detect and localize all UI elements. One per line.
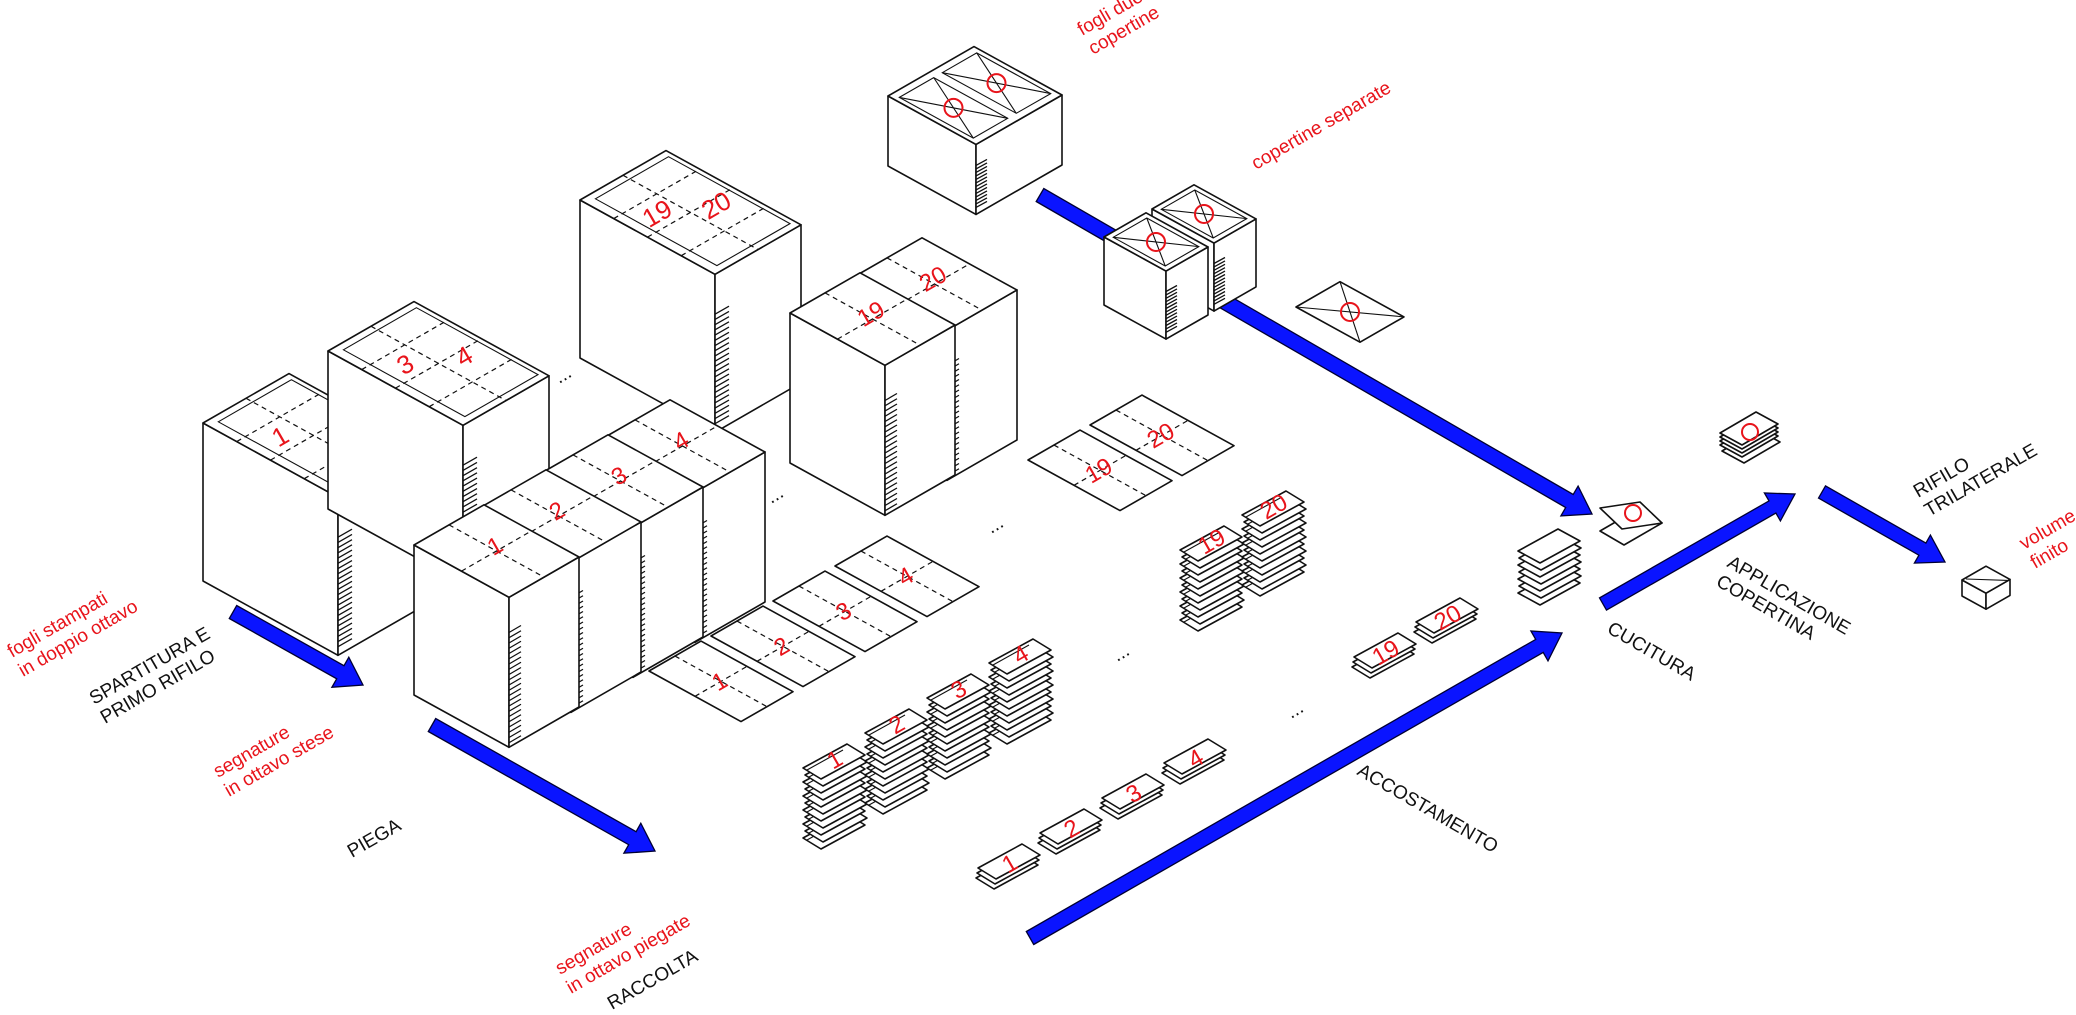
ellipsis-tall-stacks: ... xyxy=(763,482,787,508)
arrow-applicazione xyxy=(1598,492,1797,611)
process-objects: 1234192043212019123419201234192012341920… xyxy=(202,45,2011,890)
label-spartitura: SPARTITURA EPRIMO RIFILO xyxy=(86,623,225,728)
label-segnature-piegate: segnaturein ottavo piegate xyxy=(552,891,694,998)
fan-stack-19: 19 xyxy=(1179,524,1245,632)
folded-2: 2 xyxy=(1037,808,1103,855)
folded-1: 1 xyxy=(975,843,1041,890)
folded-20: 20 xyxy=(1413,597,1479,644)
label-volume-finito: volumefinito xyxy=(2016,506,2076,574)
fan-stack-3: 3 xyxy=(926,673,992,780)
ellipsis-big-stacks: ... xyxy=(551,362,575,388)
fan-stack-1: 1 xyxy=(802,743,868,850)
arrow-spartitura xyxy=(228,604,365,689)
label-copertine-separate: copertine separate xyxy=(1248,77,1395,174)
flat-sheet-19: 19 xyxy=(1027,429,1173,512)
flat-sheet-2: 2 xyxy=(710,605,856,688)
arrow-accostamento xyxy=(1025,630,1564,946)
sewn-book-block xyxy=(1517,528,1582,606)
cover-application xyxy=(1599,411,1781,546)
flat-sheet-1: 1 xyxy=(648,640,794,723)
label-line: ACCOSTAMENTO xyxy=(1354,760,1502,858)
finished-volume xyxy=(1961,565,2011,611)
label-fogli-copertine: fogli due......copertine xyxy=(1074,0,1185,59)
arrow-rifilo xyxy=(1817,485,1947,564)
folded-19: 19 xyxy=(1351,632,1417,679)
fan-stack-20: 20 xyxy=(1241,489,1307,597)
separate-cover-box-front xyxy=(1103,212,1209,340)
fan-stack-2: 2 xyxy=(864,708,930,815)
cover-sheets-box xyxy=(887,45,1063,216)
label-piega: PIEGA xyxy=(344,815,405,862)
label-line: CUCITURA xyxy=(1604,618,1700,685)
label-rifilo: RIFILOTRILATERALE xyxy=(1910,421,2041,521)
flat-sheet-20: 20 xyxy=(1089,394,1235,477)
flat-sheet-4: 4 xyxy=(834,535,980,618)
label-fogli-stampati: fogli stampatiin doppio ottavo xyxy=(4,577,142,681)
single-cover-sheet xyxy=(1295,280,1405,344)
ellipsis-flat-sheets: ... xyxy=(983,512,1007,538)
fan-stack-4: 4 xyxy=(988,638,1054,745)
arrow-piega xyxy=(427,717,657,854)
label-line: PIEGA xyxy=(344,815,405,862)
tall-stack-19: 19 xyxy=(789,271,956,517)
label-line: copertine separate xyxy=(1248,77,1395,174)
folded-4: 4 xyxy=(1161,738,1227,785)
label-segnature-stese: segnaturein ottavo stese xyxy=(210,703,338,802)
label-applicazione: APPLICAZIONECOPERTINA xyxy=(1713,552,1854,658)
label-accostamento: ACCOSTAMENTO xyxy=(1354,760,1502,858)
ellipsis-folded: ... xyxy=(1283,697,1307,723)
label-cucitura: CUCITURA xyxy=(1604,618,1700,685)
ellipsis-fan-stacks: ... xyxy=(1109,640,1133,666)
folded-3: 3 xyxy=(1099,773,1165,820)
tall-stack-1: 1 xyxy=(413,503,580,749)
flat-sheet-3: 3 xyxy=(772,570,918,653)
